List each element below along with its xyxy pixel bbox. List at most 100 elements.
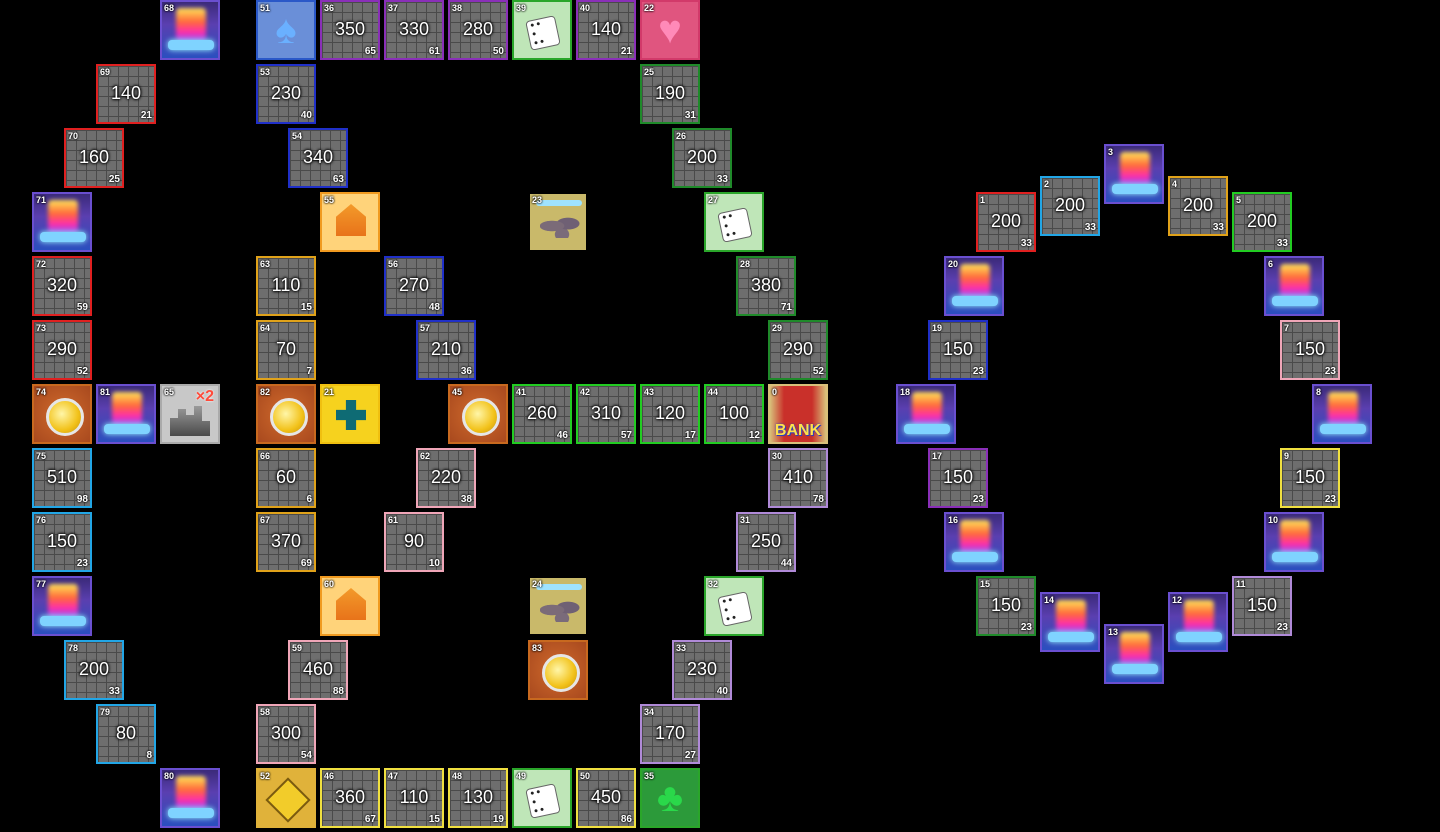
square-price: 130: [462, 787, 494, 807]
square-toll: 57: [620, 430, 632, 441]
vent-square-77[interactable]: 77: [32, 576, 92, 636]
vent-square-80[interactable]: 80: [160, 768, 220, 828]
square-toll: 23: [1324, 366, 1336, 377]
vent-square-20[interactable]: 20: [944, 256, 1004, 316]
square-index: 53: [260, 67, 271, 77]
diamond-square-52[interactable]: 52: [256, 768, 316, 828]
rock-square-23[interactable]: 23: [528, 192, 588, 252]
dice-square-32[interactable]: 32: [704, 576, 764, 636]
vent-square-10[interactable]: 10: [1264, 512, 1324, 572]
square-price: 110: [399, 787, 429, 807]
square-index: 10: [1268, 515, 1279, 525]
dice-square-39[interactable]: 39: [512, 0, 572, 60]
square-index: 45: [452, 387, 463, 397]
square-price: 410: [782, 467, 814, 487]
house-square-60[interactable]: 60: [320, 576, 380, 636]
coin-square-83[interactable]: 83: [528, 640, 588, 700]
square-index: 24: [532, 579, 543, 589]
coin-square-45[interactable]: 45: [448, 384, 508, 444]
vent-square-3[interactable]: 3: [1104, 144, 1164, 204]
rock-square-24[interactable]: 24: [528, 576, 588, 636]
suit-icon: ♣: [656, 776, 684, 820]
coin-square-74[interactable]: 74: [32, 384, 92, 444]
vent-square-6[interactable]: 6: [1264, 256, 1324, 316]
suit-square-51[interactable]: 51♠: [256, 0, 316, 60]
square-index: 49: [516, 771, 527, 781]
vent-square-71[interactable]: 71: [32, 192, 92, 252]
dice-square-49[interactable]: 49: [512, 768, 572, 828]
square-price: 110: [271, 275, 301, 295]
vent-square-13[interactable]: 13: [1104, 624, 1164, 684]
cross-square-21[interactable]: 21: [320, 384, 380, 444]
house-square-55[interactable]: 55: [320, 192, 380, 252]
square-index: 40: [580, 3, 591, 13]
vent-square-12[interactable]: 12: [1168, 592, 1228, 652]
suit-square-22[interactable]: 22♥: [640, 0, 700, 60]
square-index: 72: [36, 259, 47, 269]
dice-square-27[interactable]: 27: [704, 192, 764, 252]
vent-square-14[interactable]: 14: [1040, 592, 1100, 652]
square-index: 62: [420, 451, 431, 461]
coin-square-82[interactable]: 82: [256, 384, 316, 444]
vent-square-81[interactable]: 81: [96, 384, 156, 444]
vent-square-16[interactable]: 16: [944, 512, 1004, 572]
vent-square-18[interactable]: 18: [896, 384, 956, 444]
vent-square-8[interactable]: 8: [1312, 384, 1372, 444]
bonus-square-65[interactable]: 65×2: [160, 384, 220, 444]
square-index: 5: [1236, 195, 1242, 205]
suit-square-35[interactable]: 35♣: [640, 768, 700, 828]
vent-square-68[interactable]: 68: [160, 0, 220, 60]
